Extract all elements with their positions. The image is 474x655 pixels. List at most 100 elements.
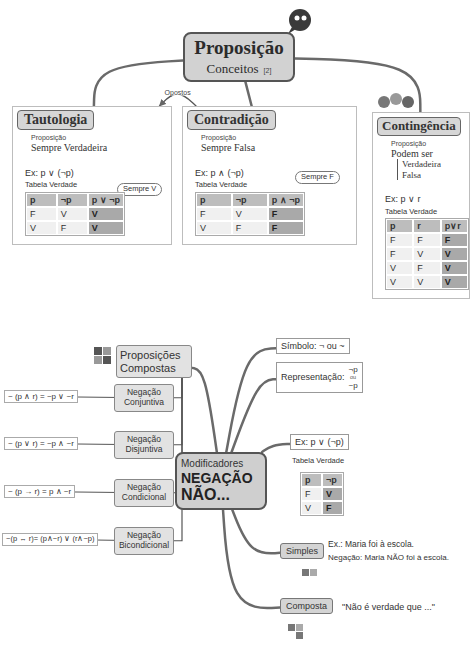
puzzle-icon bbox=[94, 347, 111, 364]
connector bbox=[159, 94, 196, 106]
table-cell: F bbox=[413, 233, 440, 247]
callout-bubble: Sempre F bbox=[295, 171, 340, 184]
note-label: Ex.: Maria foi à escola. bbox=[328, 539, 414, 549]
connector bbox=[232, 510, 280, 553]
formula-box: ~ (p → r) = p ∧ ~r bbox=[4, 485, 75, 498]
node-text: Proposição bbox=[391, 140, 465, 148]
node-text: Ex: p ∨ r bbox=[385, 194, 465, 204]
central-topic: ModificadoresNEGAÇÃONÃO... bbox=[175, 452, 267, 510]
table-cell: ¬p bbox=[322, 473, 343, 487]
node-text: Proposição bbox=[201, 134, 352, 142]
puzzle-icon bbox=[288, 624, 303, 639]
node-text: Representação: bbox=[281, 372, 345, 382]
table-cell: V bbox=[88, 221, 124, 235]
table-cell: F bbox=[268, 207, 304, 221]
node-text: Sempre V bbox=[123, 185, 156, 194]
negation-box: Negação Conjuntiva bbox=[114, 384, 174, 412]
puzzle-piece bbox=[296, 632, 303, 639]
table-cell: V bbox=[441, 247, 468, 261]
table-cell: p bbox=[301, 473, 322, 487]
note-label: Negação: Maria NÃO foi à escola. bbox=[328, 553, 449, 562]
node-text: ~(p ↔ r)= (p∧~r) ∨ (r∧~p) bbox=[6, 535, 94, 544]
node-text: Símbolo: ¬ ou ~ bbox=[281, 341, 345, 351]
node-text: Sempre F bbox=[301, 173, 334, 182]
table-cell: F bbox=[386, 247, 413, 261]
puzzle-piece bbox=[288, 624, 295, 631]
panel-heading: Tautologia bbox=[17, 110, 94, 130]
node-text: [2] bbox=[264, 67, 272, 75]
puzzle-piece bbox=[103, 347, 111, 355]
connector bbox=[262, 444, 290, 452]
node-text: Negação Conjuntiva bbox=[118, 388, 170, 408]
node-text: ~ (p ∧ r) = ~p ∨ ~r bbox=[8, 392, 74, 401]
truth-table: p¬pp ∧ ¬pFVFVFF bbox=[195, 192, 305, 236]
connector bbox=[232, 379, 276, 452]
table-cell: p bbox=[196, 193, 232, 207]
quote-mark bbox=[302, 16, 307, 21]
node-text: Composta bbox=[286, 601, 327, 611]
connector bbox=[75, 491, 114, 492]
connector bbox=[192, 368, 217, 452]
table-cell: V bbox=[232, 207, 268, 221]
node-text: Sempre Verdadeira bbox=[31, 142, 167, 154]
table-cell: V bbox=[441, 275, 468, 289]
table-cell: r bbox=[413, 219, 440, 233]
table-cell: V bbox=[386, 261, 413, 275]
edge-label: Opostos bbox=[163, 89, 193, 96]
puzzle-piece bbox=[94, 347, 102, 355]
table-cell: p ∧ ¬p bbox=[268, 193, 304, 207]
connector bbox=[98, 540, 114, 541]
puzzle-piece bbox=[302, 569, 309, 576]
node-text: NÃO... bbox=[181, 486, 261, 504]
node-text: Negação Condicional bbox=[118, 483, 170, 503]
table-cell: p bbox=[386, 219, 413, 233]
table-cell: F bbox=[441, 233, 468, 247]
connector bbox=[78, 444, 114, 445]
table-cell: V bbox=[413, 247, 440, 261]
node-text: NEGAÇÃO bbox=[181, 470, 261, 486]
truth-table: prp∨rFFFFVVVFVVVV bbox=[385, 218, 469, 290]
table-cell: V bbox=[413, 275, 440, 289]
truth-table: p¬pFVVF bbox=[300, 472, 344, 516]
table-cell: V bbox=[196, 221, 232, 235]
table-cell: F bbox=[268, 221, 304, 235]
table-cell: F bbox=[196, 207, 232, 221]
negation-box: Negação Disjuntiva bbox=[114, 431, 174, 459]
puzzle-piece bbox=[310, 569, 317, 576]
table-cell: V bbox=[301, 501, 322, 515]
panel-heading: Contradição bbox=[187, 110, 276, 130]
table-cell: F bbox=[57, 221, 88, 235]
formula-box: ~ (p ∧ r) = ~p ∨ ~r bbox=[4, 390, 78, 403]
table-cell: ¬p bbox=[232, 193, 268, 207]
branch-box: Composta bbox=[280, 598, 333, 614]
quote-icon bbox=[288, 9, 311, 34]
table-cell: p ∨ ¬p bbox=[88, 193, 124, 207]
table-cell: V bbox=[322, 487, 343, 501]
concept-panel: TautologiaProposiçãoSempre VerdadeiraEx:… bbox=[12, 106, 172, 245]
symbol-box: Símbolo: ¬ ou ~ bbox=[276, 338, 350, 354]
branch-box: Proposições Compostas bbox=[116, 345, 192, 378]
node-text: Ex: p ∨ (¬p) bbox=[295, 437, 344, 447]
people-icon bbox=[378, 93, 414, 108]
concept-panel: ContingênciaProposiçãoPodem serVerdadeir… bbox=[372, 112, 470, 299]
node-text: Falsa bbox=[397, 170, 465, 180]
connector bbox=[226, 348, 276, 452]
table-cell: V bbox=[441, 261, 468, 275]
node-text: ~p bbox=[349, 381, 358, 390]
node-text: Negação Bicondicional bbox=[118, 531, 170, 551]
node-text: Tabela Verdade bbox=[385, 208, 465, 217]
connector bbox=[223, 510, 280, 608]
node-text: Negação Disjuntiva bbox=[118, 435, 170, 455]
node-text: Proposições Compostas bbox=[120, 349, 188, 374]
negation-box: Negação Condicional bbox=[114, 479, 174, 507]
node-text: ~ (p → r) = p ∧ ~r bbox=[8, 487, 71, 496]
connector bbox=[174, 378, 182, 397]
table-cell: F bbox=[301, 487, 322, 501]
node-text: Verdadeira bbox=[397, 159, 465, 169]
node-text: ~ (p ∨ r) = ~p ∧ ~r bbox=[8, 439, 74, 448]
node-text: ou bbox=[350, 374, 356, 380]
connector bbox=[245, 82, 251, 106]
branch-box: Simples bbox=[280, 543, 324, 559]
table-cell: p∨r bbox=[441, 219, 468, 233]
